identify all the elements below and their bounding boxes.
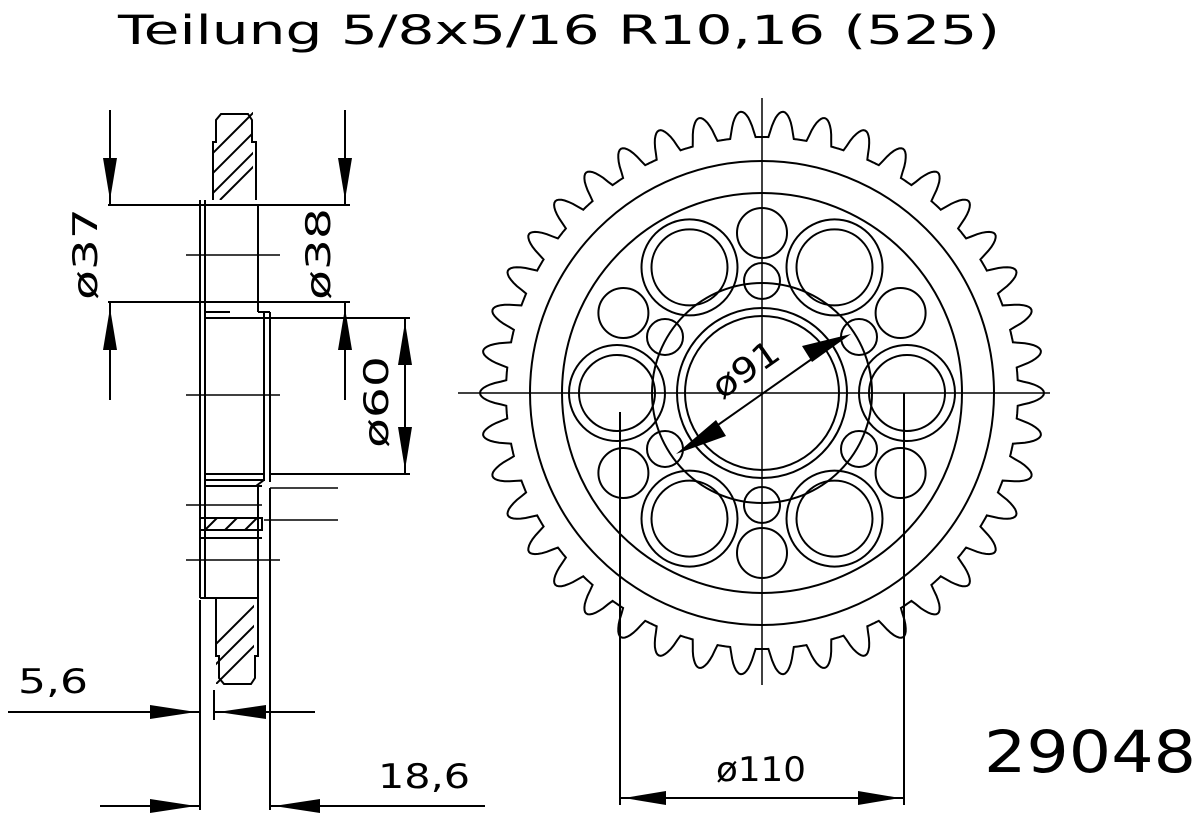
large-hole-outer [640, 469, 739, 568]
sprocket-front [458, 98, 1050, 685]
small-hole [874, 447, 927, 499]
bolt-hole [646, 430, 684, 468]
dimension-d110 [619, 393, 905, 805]
large-hole-inner [795, 479, 874, 558]
large-hole-inner [650, 228, 729, 307]
arrowheads-side [103, 158, 412, 470]
label-w186: 18,6 [378, 757, 470, 797]
title: Teilung 5/8x5/16 R10,16 (525) [117, 8, 1000, 54]
large-hole-outer [785, 469, 884, 568]
bolt-hole [646, 318, 684, 356]
dimension-d91 [676, 334, 851, 454]
large-hole-outer [785, 218, 884, 317]
label-w56: 5,6 [18, 662, 88, 702]
small-hole [597, 287, 650, 339]
small-hole [597, 447, 650, 499]
large-hole-inner [795, 228, 874, 307]
bolt-hole [840, 430, 878, 468]
label-d38: ø38 [299, 208, 339, 300]
part-number: 29048 [984, 718, 1196, 786]
side-profile [186, 112, 338, 685]
label-d110: ø110 [716, 750, 806, 790]
large-hole-inner [650, 479, 729, 558]
label-d37: ø37 [66, 208, 106, 300]
small-hole [874, 287, 927, 339]
arrowheads-width [150, 705, 320, 813]
arrowheads-d110 [624, 791, 900, 805]
label-d60: ø60 [357, 356, 397, 448]
large-hole-outer [640, 218, 739, 317]
label-d91: ø91 [704, 332, 788, 407]
